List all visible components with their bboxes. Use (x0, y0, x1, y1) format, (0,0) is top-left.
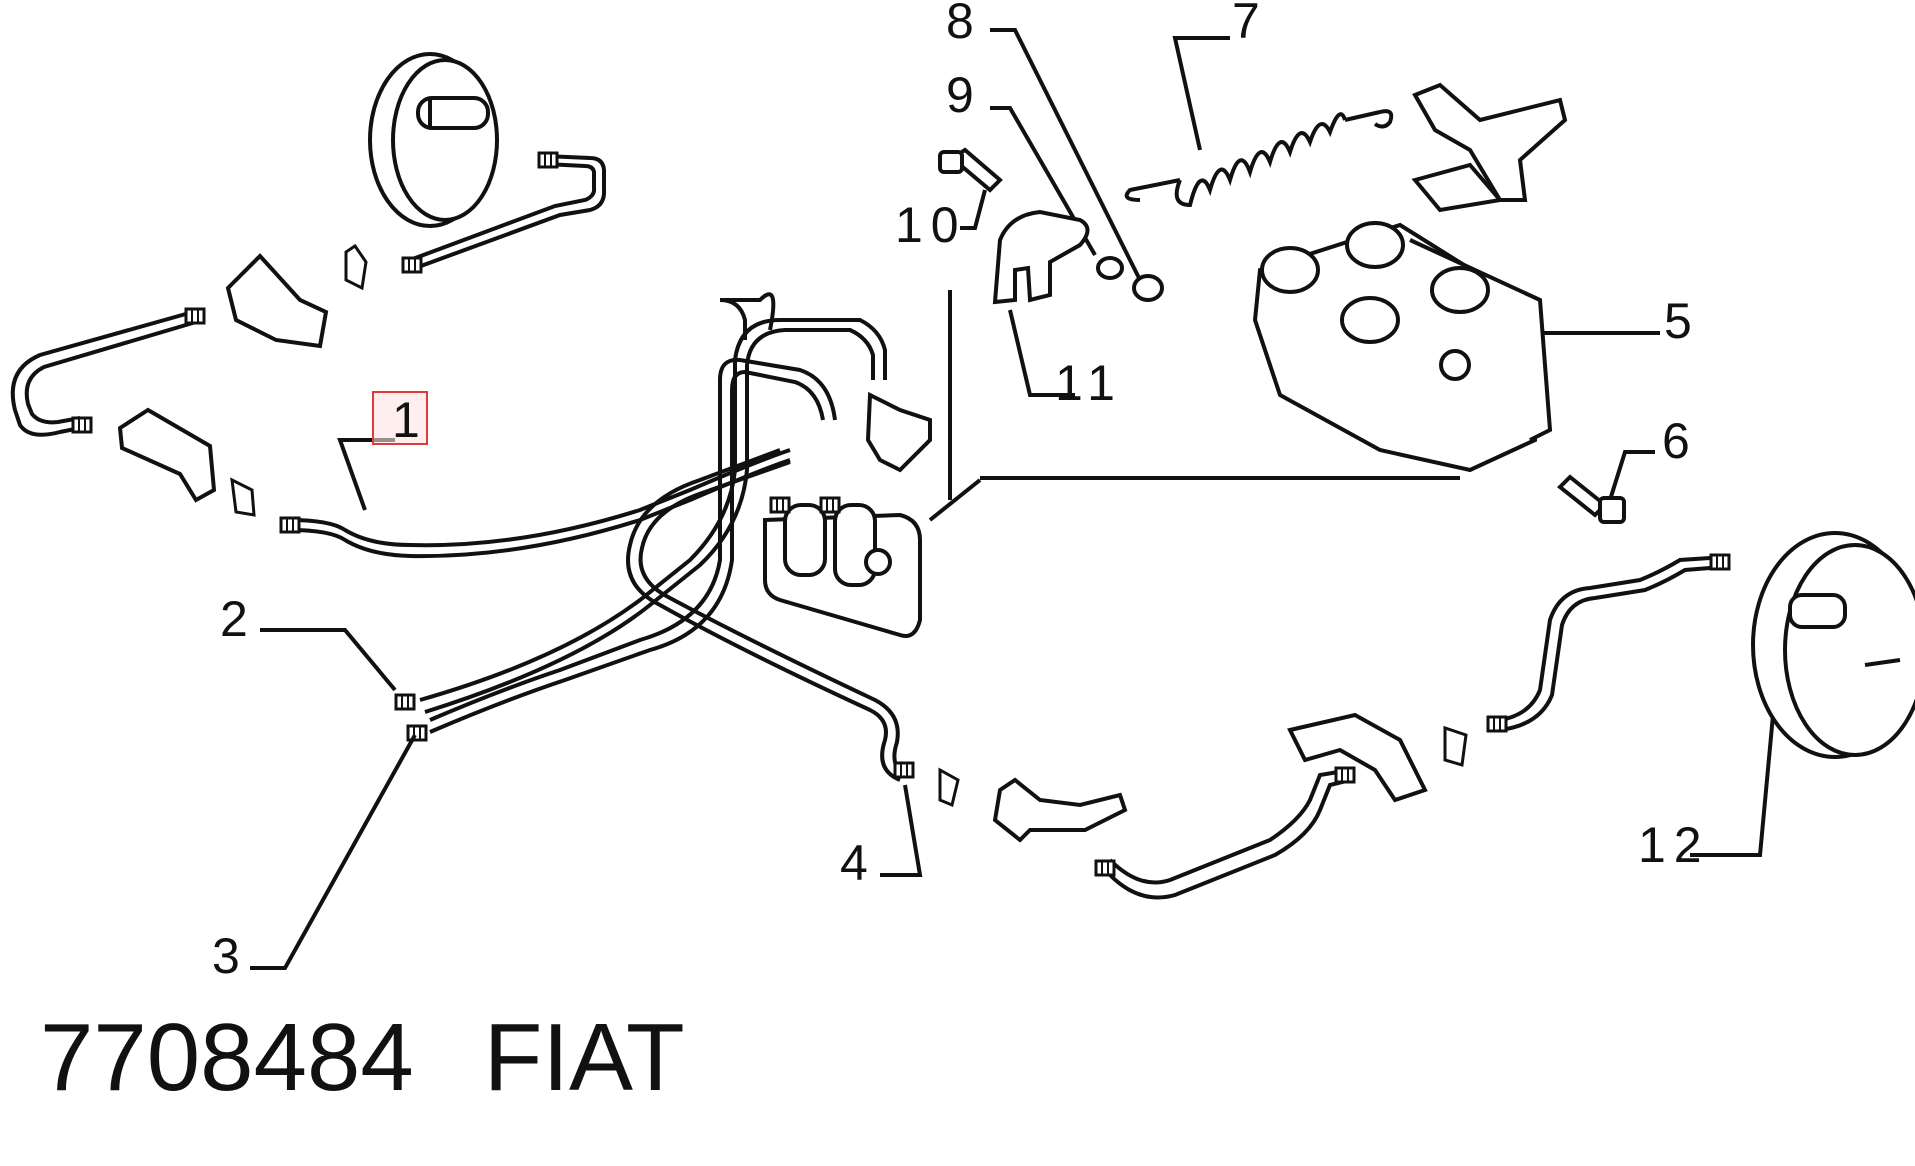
retaining-clip (230, 477, 256, 517)
leader-lines (250, 28, 1782, 970)
nut-8 (1132, 274, 1164, 302)
callout-5[interactable]: 5 (1664, 293, 1692, 349)
right-rear-flexible-hose (1094, 766, 1356, 900)
washer-9 (1096, 256, 1124, 280)
callout-12[interactable]: 12 (1638, 817, 1710, 873)
callout-1[interactable]: 1 (392, 392, 420, 448)
callout-7[interactable]: 7 (1232, 0, 1260, 49)
callout-4[interactable]: 4 (840, 835, 868, 891)
part-number: 7708484 (40, 1004, 414, 1111)
brake-pipe-1 (279, 448, 791, 559)
bolt-10 (938, 147, 1003, 193)
tube-bracket-lower-left (117, 407, 217, 503)
hose-bracket-upper-left (225, 253, 329, 349)
valve-lever-bracket (865, 391, 932, 473)
brand-name: FIAT (483, 1004, 685, 1111)
brake-pressure-regulator-valve (763, 496, 922, 638)
callout-8[interactable]: 8 (946, 0, 974, 49)
callout-highlight-box (372, 391, 428, 445)
rear-right-brake-drum (1751, 531, 1915, 759)
return-spring (1124, 109, 1394, 208)
callout-6[interactable]: 6 (1662, 413, 1690, 469)
callout-3[interactable]: 3 (212, 928, 240, 984)
callout-10[interactable]: 10 (895, 197, 967, 253)
callout-2[interactable]: 2 (220, 591, 248, 647)
callout-11[interactable]: 11 (1055, 355, 1123, 411)
retaining-clip (938, 767, 960, 808)
bolt-6 (1557, 474, 1626, 524)
brake-pipe-bundle (394, 292, 915, 782)
rear-left-flexible-hose (401, 151, 607, 274)
hose-bracket-lower-right (1287, 712, 1428, 803)
brake-pressure-regulator-5 (1252, 82, 1568, 473)
retaining-clip (1443, 725, 1468, 767)
callout-9[interactable]: 9 (946, 67, 974, 123)
tube-bracket-lower-middle (992, 777, 1128, 843)
rear-left-brake-drum (368, 52, 499, 228)
retaining-clip (344, 243, 368, 291)
link-bracket-11 (992, 209, 1090, 305)
left-rear-brake-tube (10, 307, 206, 437)
right-rear-brake-tube (1486, 553, 1731, 733)
